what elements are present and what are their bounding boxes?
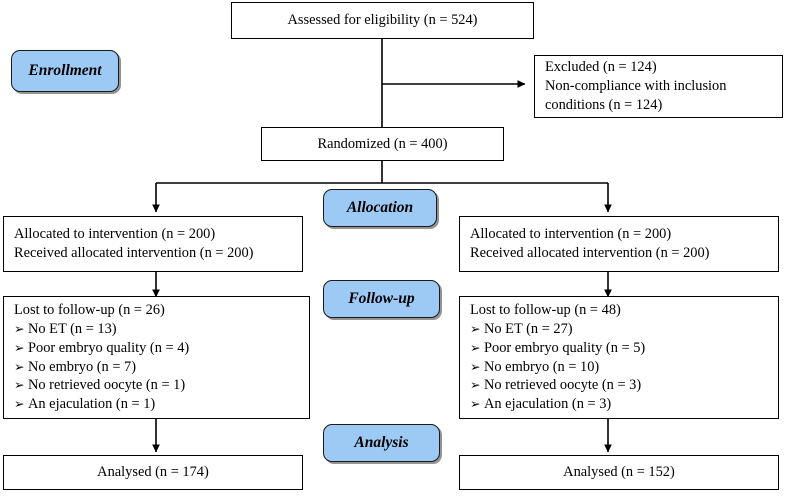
alloc-left-line-2: Received allocated intervention (n = 200… — [14, 245, 254, 261]
analysed-left-line-1: Analysed (n = 174) — [97, 464, 209, 481]
assessed-line-1: Assessed for eligibility (n = 524) — [287, 12, 478, 29]
analysed-right-line-1: Analysed (n = 152) — [563, 464, 675, 481]
randomized-line-1: Randomized (n = 400) — [317, 135, 448, 152]
stage-label-followup: Follow-up — [348, 290, 415, 307]
alloc-right-line-1: Allocated to intervention (n = 200) — [470, 226, 672, 243]
stage-badge-allocation: Allocation — [323, 189, 437, 227]
stage-badge-followup: Follow-up — [323, 280, 440, 318]
excluded-line-3: conditions (n = 124) — [545, 96, 663, 113]
alloc-left-line-1: Allocated to intervention (n = 200) — [14, 226, 216, 243]
followup-right-item-2: Poor embryo quality (n = 5) — [470, 339, 778, 358]
stage-label-allocation: Allocation — [346, 199, 414, 216]
followup-left-item-4: No retrieved oocyte (n = 1) — [14, 376, 309, 395]
stage-label-analysis: Analysis — [354, 434, 409, 451]
stage-label-enrollment: Enrollment — [28, 62, 102, 79]
followup-right-header: Lost to follow-up (n = 48) — [470, 302, 621, 319]
stage-badge-enrollment: Enrollment — [11, 50, 119, 92]
node-randomized: Randomized (n = 400) — [261, 127, 504, 161]
node-followup-right: Lost to follow-up (n = 48) No ET (n = 27… — [459, 296, 779, 419]
followup-left-item-1: No ET (n = 13) — [14, 320, 309, 339]
node-analysed-right: Analysed (n = 152) — [459, 455, 779, 490]
followup-right-item-4: No retrieved oocyte (n = 3) — [470, 376, 778, 395]
excluded-line-2: Non-compliance with inclusion — [545, 78, 727, 95]
stage-badge-analysis: Analysis — [323, 424, 440, 462]
node-followup-left: Lost to follow-up (n = 26) No ET (n = 13… — [3, 296, 310, 419]
node-excluded: Excluded (n = 124) Non-compliance with i… — [534, 55, 783, 118]
followup-left-header: Lost to follow-up (n = 26) — [14, 302, 165, 319]
node-analysed-left: Analysed (n = 174) — [3, 455, 303, 490]
followup-left-item-2: Poor embryo quality (n = 4) — [14, 339, 309, 358]
node-allocation-left: Allocated to intervention (n = 200) Rece… — [3, 216, 303, 272]
followup-left-item-3: No embryo (n = 7) — [14, 358, 309, 377]
followup-right-item-3: No embryo (n = 10) — [470, 358, 778, 377]
followup-right-item-1: No ET (n = 27) — [470, 320, 778, 339]
alloc-right-line-2: Received allocated intervention (n = 200… — [470, 245, 710, 261]
followup-left-item-5: An ejaculation (n = 1) — [14, 395, 309, 414]
excluded-line-1: Excluded (n = 124) — [545, 59, 657, 76]
node-allocation-right: Allocated to intervention (n = 200) Rece… — [459, 216, 779, 272]
node-assessed-for-eligibility: Assessed for eligibility (n = 524) — [231, 2, 534, 39]
followup-right-item-5: An ejaculation (n = 3) — [470, 395, 778, 414]
